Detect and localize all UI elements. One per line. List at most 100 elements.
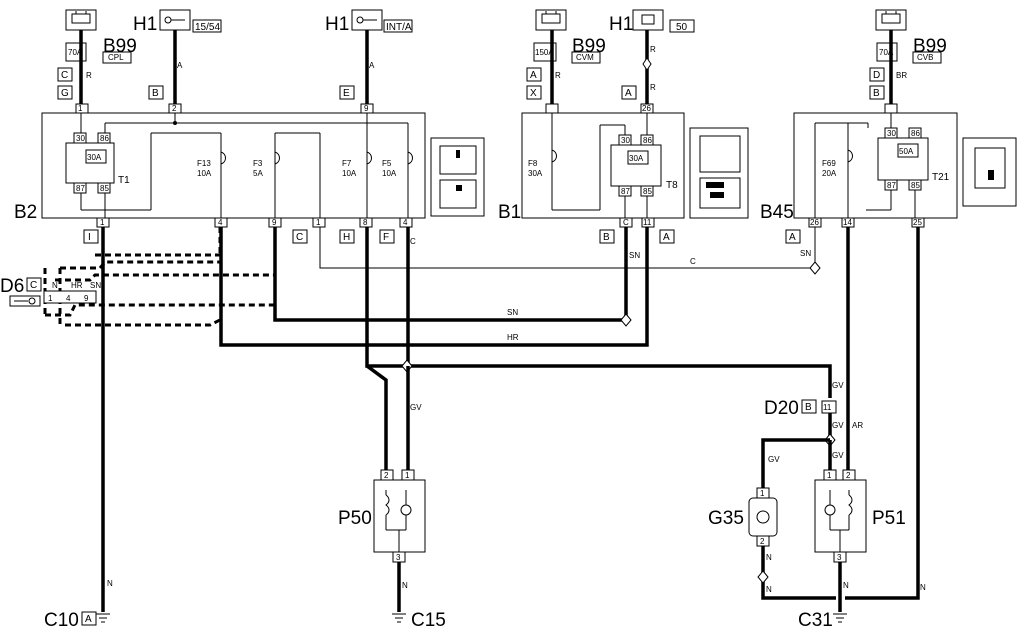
tag-cpl: CPL xyxy=(108,53,124,62)
d20-title: D20 xyxy=(764,398,799,419)
wire-sn-2: SN xyxy=(629,251,640,260)
conn-c-b2: C xyxy=(296,232,303,243)
pin: C xyxy=(623,218,629,227)
pin: 1 xyxy=(827,471,832,480)
ground-icon xyxy=(833,613,847,623)
c10-title: C10 xyxy=(44,610,79,631)
pin: 26 xyxy=(810,218,819,227)
fuse-f5-val: 10A xyxy=(382,169,397,178)
tag-int-a: INT/A xyxy=(386,22,412,33)
b45-title: B45 xyxy=(760,202,794,223)
pin: 86 xyxy=(911,129,920,138)
conn-a-1: A xyxy=(530,70,537,81)
conn-i: I xyxy=(88,232,91,243)
pin: 30 xyxy=(621,136,630,145)
pin: 9 xyxy=(84,294,89,303)
d6-title: D6 xyxy=(0,276,24,297)
c15-title: C15 xyxy=(411,610,446,631)
battery-icon xyxy=(535,9,567,31)
conn-c-d6: C xyxy=(30,280,37,291)
b45-fusebox xyxy=(793,112,958,219)
connector-plug-icon xyxy=(9,295,41,307)
conn-e: E xyxy=(343,88,350,99)
pin: 3 xyxy=(837,553,842,562)
battery-icon xyxy=(875,9,907,31)
conn-h: H xyxy=(343,232,350,243)
g35-title: G35 xyxy=(708,508,744,529)
pin: 1 xyxy=(78,104,83,113)
fuse-f7-val: 10A xyxy=(342,169,357,178)
c31-title: C31 xyxy=(798,610,833,631)
wire-r-4: R xyxy=(650,83,656,92)
wire-sn-b45: SN xyxy=(800,249,811,258)
pin: 1 xyxy=(405,471,410,480)
b1-locator-thumbnail xyxy=(689,127,749,219)
conn-b-d20: B xyxy=(805,402,812,413)
tag-15-54: 15/54 xyxy=(195,22,220,33)
wire-n-c10: N xyxy=(107,579,113,588)
pin: 1 xyxy=(100,218,105,227)
fuse-f69: F69 xyxy=(822,159,836,168)
tag-cvm: CVM xyxy=(576,53,594,62)
fuse-f8: F8 xyxy=(528,159,538,168)
ground-icon xyxy=(96,613,110,623)
wire-gv-4: GV xyxy=(768,455,780,464)
wire-gv-2: GV xyxy=(832,381,844,390)
conn-b-b1: B xyxy=(603,232,610,243)
conn-f: F xyxy=(383,232,389,243)
conn-g: G xyxy=(61,88,69,99)
tag-50: 50 xyxy=(676,22,688,33)
pin: 86 xyxy=(100,134,109,143)
pin: 11 xyxy=(643,218,652,227)
pin: 8 xyxy=(363,218,368,227)
fuse-f13: F13 xyxy=(197,159,211,168)
p51-title: P51 xyxy=(872,508,906,529)
wire-r-3: R xyxy=(650,45,656,54)
pin: 4 xyxy=(403,218,408,227)
pin: 85 xyxy=(100,184,109,193)
conn-x: X xyxy=(530,88,537,99)
wire-r-1: R xyxy=(86,71,92,80)
wire-a-1: A xyxy=(177,61,183,70)
t8-label: T8 xyxy=(666,180,678,191)
wire-gv-5: GV xyxy=(832,451,844,460)
wire-sn-1: SN xyxy=(507,308,518,317)
pin: 87 xyxy=(76,184,85,193)
pin: 26 xyxy=(642,104,651,113)
wire-hr-d6: HR xyxy=(71,281,83,290)
fuse-f3-val: 5A xyxy=(253,169,263,178)
fuse-b99-cpl: 70A xyxy=(68,48,83,57)
pin: 4 xyxy=(66,294,71,303)
fuse-b99-cvb: 70A xyxy=(879,48,894,57)
wire-n-d6: N xyxy=(52,281,58,290)
pin: 87 xyxy=(621,187,630,196)
wire-c-2: C xyxy=(690,257,696,266)
fuse-b99-cvm: 150A xyxy=(535,48,554,57)
conn-a-b1: A xyxy=(663,232,670,243)
wire-ar: AR xyxy=(852,421,863,430)
h1-50-title: H1 xyxy=(609,14,633,35)
d6-connector xyxy=(43,290,97,304)
pin: 1 xyxy=(316,218,321,227)
wire-sn-d6: SN xyxy=(90,281,101,290)
conn-a-2: A xyxy=(625,88,632,99)
fuse-f13-val: 10A xyxy=(197,169,212,178)
wire-c-1: C xyxy=(410,237,416,246)
wire-a-2: A xyxy=(369,61,375,70)
fuse-f8-val: 30A xyxy=(528,169,543,178)
relay-t1-rating: 30A xyxy=(87,153,102,162)
wire-n-p51: N xyxy=(843,581,849,590)
pin: 4 xyxy=(218,218,223,227)
pin: 86 xyxy=(643,136,652,145)
pin: 11 xyxy=(823,403,832,412)
pin: 85 xyxy=(911,181,920,190)
pin: 87 xyxy=(887,181,896,190)
pin: 2 xyxy=(846,471,851,480)
wire-n-b45: N xyxy=(920,583,926,592)
wire-br: BR xyxy=(896,71,907,80)
fuse-f3: F3 xyxy=(253,159,263,168)
ignition-key-icon xyxy=(159,9,191,31)
relay-t8-rating: 30A xyxy=(629,154,644,163)
wire-r-2: R xyxy=(555,71,561,80)
battery-icon xyxy=(65,9,97,31)
